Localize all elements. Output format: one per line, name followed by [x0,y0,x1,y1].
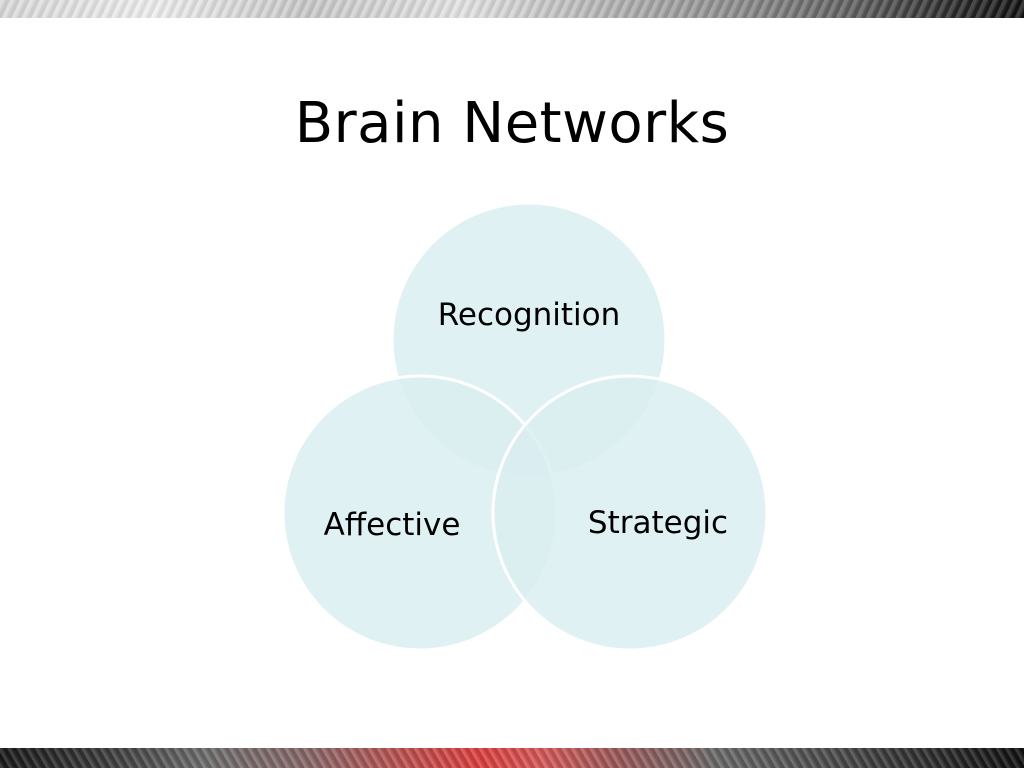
circle-label-strategic: Strategic [588,505,728,541]
bottom-decorative-bar [0,748,1024,768]
top-decorative-bar [0,0,1024,18]
circle-label-affective: Affective [324,507,461,543]
slide-title: Brain Networks [294,91,730,156]
circle-strategic [491,374,769,652]
circle-label-recognition: Recognition [438,297,621,333]
